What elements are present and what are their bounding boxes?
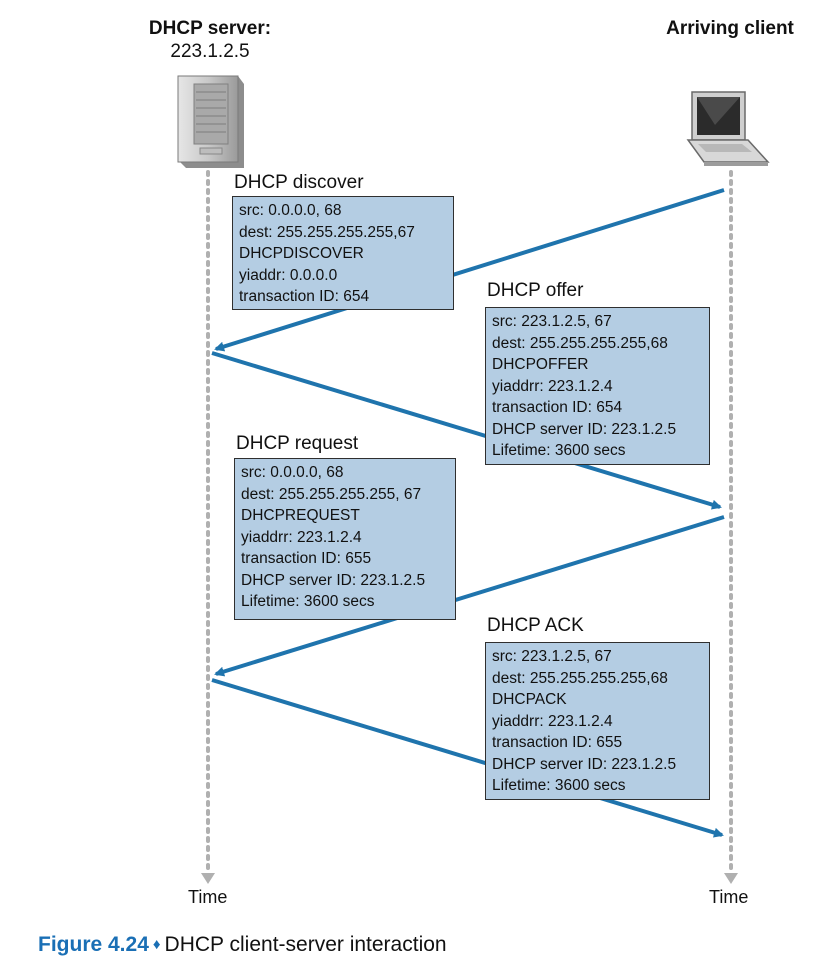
offer-transaction-id: transaction ID: 654 [492,399,623,416]
discover-src: src: 0.0.0.0, 68 [239,202,342,219]
client-time-label: Time [709,887,749,907]
request-arrow [214,515,725,677]
offer-arrow [211,351,722,510]
request-server-id: DHCP server ID: 223.1.2.5 [241,571,426,589]
discover-dest: dest: 255.255.255.255,67 [239,223,415,241]
request-yiaddr: yiaddrr: 223.1.2.4 [241,528,362,546]
discover-transaction-id: transaction ID: 654 [239,288,370,305]
request-title: DHCP request [236,433,359,454]
server-heading: DHCP server: [148,18,272,39]
ack-src: src: 223.1.2.5, 67 [492,648,612,665]
ack-arrow [211,678,724,838]
client-timeline-arrowhead [724,873,738,884]
request-transaction-id: transaction ID: 655 [241,550,372,567]
request-src: src: 0.0.0.0, 68 [241,464,344,481]
ack-yiaddr: yiaddrr: 223.1.2.4 [492,712,613,730]
ack-lifetime: Lifetime: 3600 secs [492,777,626,794]
offer-yiaddr: yiaddrr: 223.1.2.4 [492,377,613,395]
offer-dest: dest: 255.255.255.255,68 [492,334,668,352]
offer-lifetime: Lifetime: 3600 secs [492,442,626,459]
offer-src: src: 223.1.2.5, 67 [492,313,612,330]
client-heading: Arriving client [666,18,794,39]
ack-message-box: src: 223.1.2.5, 67 dest: 255.255.255.255… [485,642,710,800]
request-dest: dest: 255.255.255.255, 67 [241,485,422,503]
discover-yiaddr: yiaddr: 0.0.0.0 [239,266,338,284]
request-lifetime: Lifetime: 3600 secs [241,593,375,610]
laptop-icon [686,91,770,166]
discover-title: DHCP discover [234,172,364,193]
offer-title: DHCP offer [487,280,584,301]
offer-server-id: DHCP server ID: 223.1.2.5 [492,420,677,438]
figure-number: Figure 4.24 [38,933,149,956]
ack-dest: dest: 255.255.255.255,68 [492,669,668,687]
server-timeline-arrowhead [201,873,215,884]
figure-caption: Figure 4.24♦DHCP client-server interacti… [38,933,447,957]
ack-type: DHCPACK [492,691,567,708]
request-message-box: src: 0.0.0.0, 68 dest: 255.255.255.255, … [234,458,456,620]
discover-arrow [214,188,725,352]
ack-server-id: DHCP server ID: 223.1.2.5 [492,755,677,773]
request-type: DHCPREQUEST [241,507,360,524]
discover-message-box: src: 0.0.0.0, 68 dest: 255.255.255.255,6… [232,196,454,310]
caption-text: DHCP client-server interaction [164,933,447,956]
ack-transaction-id: transaction ID: 655 [492,734,623,751]
server-time-label: Time [188,887,228,907]
offer-type: DHCPOFFER [492,356,589,373]
discover-type: DHCPDISCOVER [239,245,364,262]
caption-diamond: ♦ [152,936,161,953]
ack-title: DHCP ACK [487,615,584,636]
server-icon [177,75,244,168]
offer-message-box: src: 223.1.2.5, 67 dest: 255.255.255.255… [485,307,710,465]
server-address: 223.1.2.5 [170,41,250,62]
